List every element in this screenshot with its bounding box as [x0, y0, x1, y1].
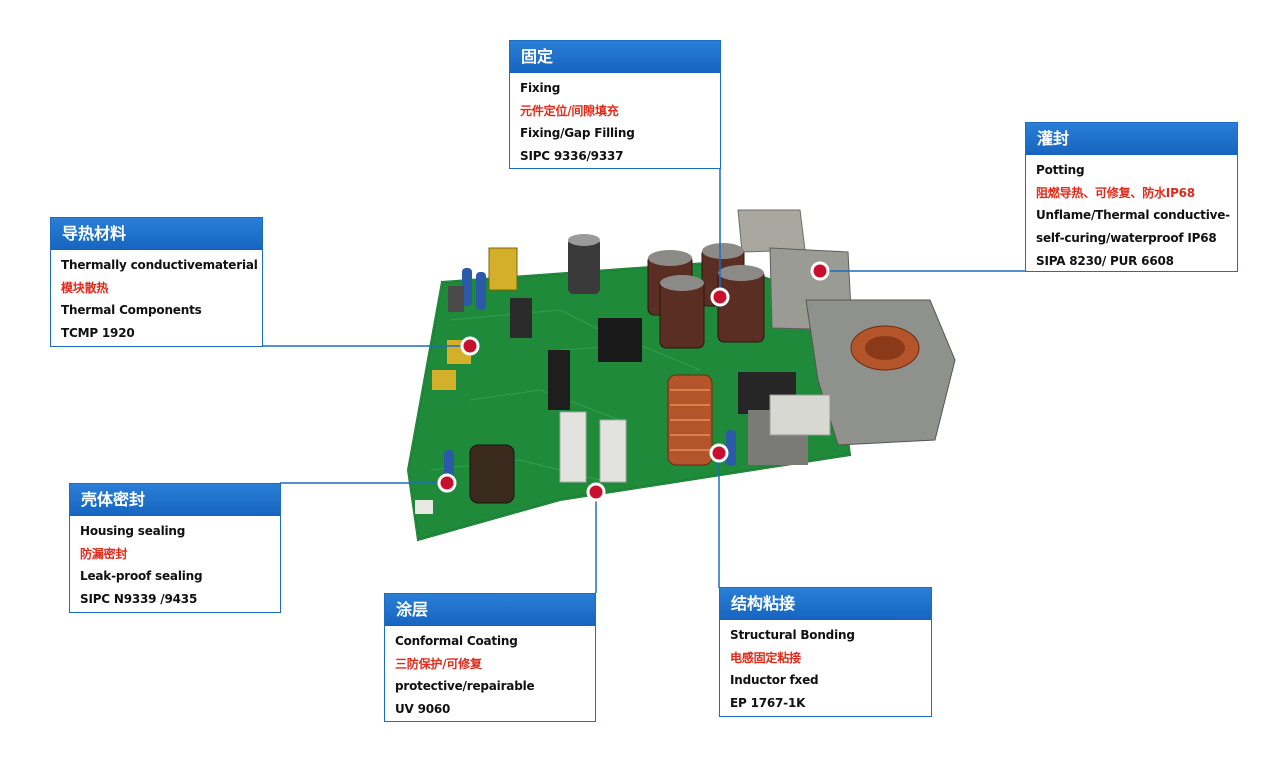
- callout-title: 导热材料: [51, 218, 262, 250]
- callout-line: SIPC 9336/9337: [520, 149, 624, 164]
- callout-line-highlight: 防漏密封: [80, 546, 128, 561]
- callout-title: 壳体密封: [70, 484, 280, 516]
- callout-title: 结构粘接: [720, 588, 931, 620]
- callout-line: SIPC N9339 /9435: [80, 592, 198, 607]
- callout-line: Thermal Components: [61, 303, 202, 318]
- callout-title: 涂层: [385, 594, 595, 626]
- marker-housing: [437, 473, 457, 493]
- callout-title: 固定: [510, 41, 720, 73]
- callout-coating: 涂层 Conformal Coating 三防保护/可修复 protective…: [384, 593, 596, 722]
- callout-line-highlight: 元件定位/间隙填充: [520, 103, 619, 118]
- callout-line: Leak-proof sealing: [80, 569, 203, 584]
- callout-line-highlight: 三防保护/可修复: [395, 656, 482, 671]
- callout-thermal: 导热材料 Thermally conductivematerial 模块散热 T…: [50, 217, 263, 347]
- callout-line: Inductor fxed: [730, 673, 819, 688]
- marker-bonding: [709, 443, 729, 463]
- callout-line: Conformal Coating: [395, 634, 518, 648]
- callout-line: TCMP 1920: [61, 326, 135, 341]
- callout-line: protective/repairable: [395, 679, 535, 694]
- marker-fixing: [710, 287, 730, 307]
- callout-line-highlight: 阻燃导热、可修复、防水IP68: [1036, 185, 1195, 200]
- callout-title: 灌封: [1026, 123, 1237, 155]
- marker-thermal: [460, 336, 480, 356]
- marker-potting: [810, 261, 830, 281]
- callout-line: Thermally conductivematerial: [61, 258, 258, 272]
- callout-line: Potting: [1036, 163, 1085, 177]
- callout-housing: 壳体密封 Housing sealing 防漏密封 Leak-proof sea…: [69, 483, 281, 613]
- callout-line: SIPA 8230/ PUR 6608: [1036, 253, 1174, 268]
- callout-line: Structural Bonding: [730, 628, 855, 642]
- callout-line-highlight: 模块散热: [61, 280, 109, 295]
- callout-line: UV 9060: [395, 702, 451, 717]
- marker-coating: [586, 482, 606, 502]
- callout-line: Fixing: [520, 81, 561, 95]
- callout-line: Housing sealing: [80, 524, 186, 538]
- callout-line: Unflame/Thermal conductive-: [1036, 208, 1230, 223]
- callout-line: Fixing/Gap Filling: [520, 126, 635, 141]
- callout-line: EP 1767-1K: [730, 696, 806, 711]
- callout-fixing: 固定 Fixing 元件定位/间隙填充 Fixing/Gap Filling S…: [509, 40, 721, 169]
- callout-bonding: 结构粘接 Structural Bonding 电感固定粘接 Inductor …: [719, 587, 932, 717]
- callout-line-highlight: 电感固定粘接: [730, 650, 801, 665]
- callout-line: self-curing/waterproof IP68: [1036, 231, 1217, 246]
- callout-potting: 灌封 Potting 阻燃导热、可修复、防水IP68 Unflame/Therm…: [1025, 122, 1238, 272]
